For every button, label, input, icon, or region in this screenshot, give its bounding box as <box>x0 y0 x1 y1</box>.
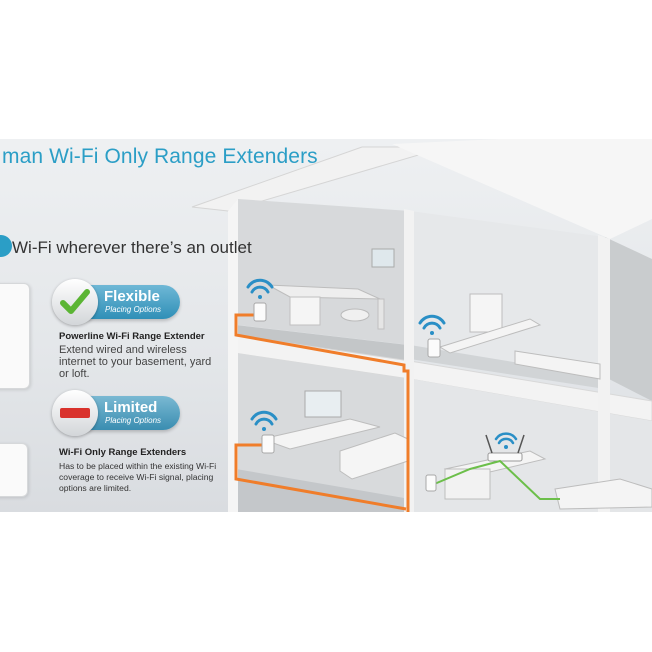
wifi-extender-device <box>0 443 28 497</box>
adapter-4 <box>425 474 437 492</box>
tv-stand-upper <box>438 318 542 354</box>
outlet-bullet-icon <box>0 235 12 257</box>
wifi-icon <box>494 432 518 449</box>
flexible-description-line: internet to your basement, yard <box>59 356 212 368</box>
wifi-icon <box>418 314 446 335</box>
banner-title: man Wi-Fi Only Range Extenders <box>2 145 318 168</box>
limited-description: Has to be placed within the existing Wi-… <box>59 461 239 494</box>
flexible-description: Extend wired and wireless internet to yo… <box>59 344 229 380</box>
house-illustration <box>191 139 652 512</box>
tv-upper <box>469 293 503 333</box>
upper-floor-right <box>410 345 605 389</box>
flexible-badge-label: Flexible <box>104 288 160 305</box>
ethernet-wire <box>431 459 560 500</box>
banner-subtitle: Wi-Fi wherever there’s an outlet <box>12 238 252 257</box>
adapter-3 <box>261 434 275 454</box>
flexible-badge: Flexible Placing Options <box>52 279 180 325</box>
limited-badge-label: Limited <box>104 399 158 416</box>
router <box>487 452 523 462</box>
outer-left-wall <box>228 199 238 512</box>
table-body <box>444 468 491 500</box>
powerline-wire-lower <box>234 443 407 511</box>
flexible-description-line: or loft. <box>59 368 90 380</box>
desk-drawers <box>289 296 321 326</box>
limited-description-line: coverage to receive Wi-Fi signal, placin… <box>59 472 214 482</box>
adapter-1 <box>253 302 267 322</box>
upper-wall-left <box>238 199 410 345</box>
bed-upper <box>514 350 601 380</box>
upper-floor <box>236 325 408 363</box>
limited-bar-icon <box>52 390 98 436</box>
flexible-description-line: Extend wired and wireless <box>59 344 187 356</box>
right-wall <box>598 235 610 512</box>
adapter-2 <box>427 338 441 358</box>
desk-leg <box>377 298 385 330</box>
upper-side-wall <box>605 237 652 401</box>
tv-lower <box>304 390 342 418</box>
powerline-extender-device <box>0 283 30 389</box>
limited-description-line: options are limited. <box>59 483 132 493</box>
chair <box>340 308 370 322</box>
powerline-wire <box>234 313 410 512</box>
monitor-upper <box>371 248 395 268</box>
upper-wall-right <box>410 211 605 377</box>
wifi-icon <box>250 410 278 431</box>
limited-description-line: Has to be placed within the existing Wi-… <box>59 461 217 471</box>
flexible-heading: Powerline Wi-Fi Range Extender <box>59 331 205 342</box>
limited-badge-sublabel: Placing Options <box>105 416 162 425</box>
check-icon <box>52 279 98 325</box>
limited-heading: Wi-Fi Only Range Extenders <box>59 447 187 458</box>
limited-badge: Limited Placing Options <box>52 390 180 436</box>
flexible-badge-sublabel: Placing Options <box>105 305 162 314</box>
roof-right <box>392 139 652 239</box>
tv-stand-lower <box>260 418 381 450</box>
wifi-icon <box>246 278 274 299</box>
bed-lower <box>554 478 652 510</box>
banner: man Wi-Fi Only Range Extenders Wi-Fi whe… <box>0 139 652 512</box>
